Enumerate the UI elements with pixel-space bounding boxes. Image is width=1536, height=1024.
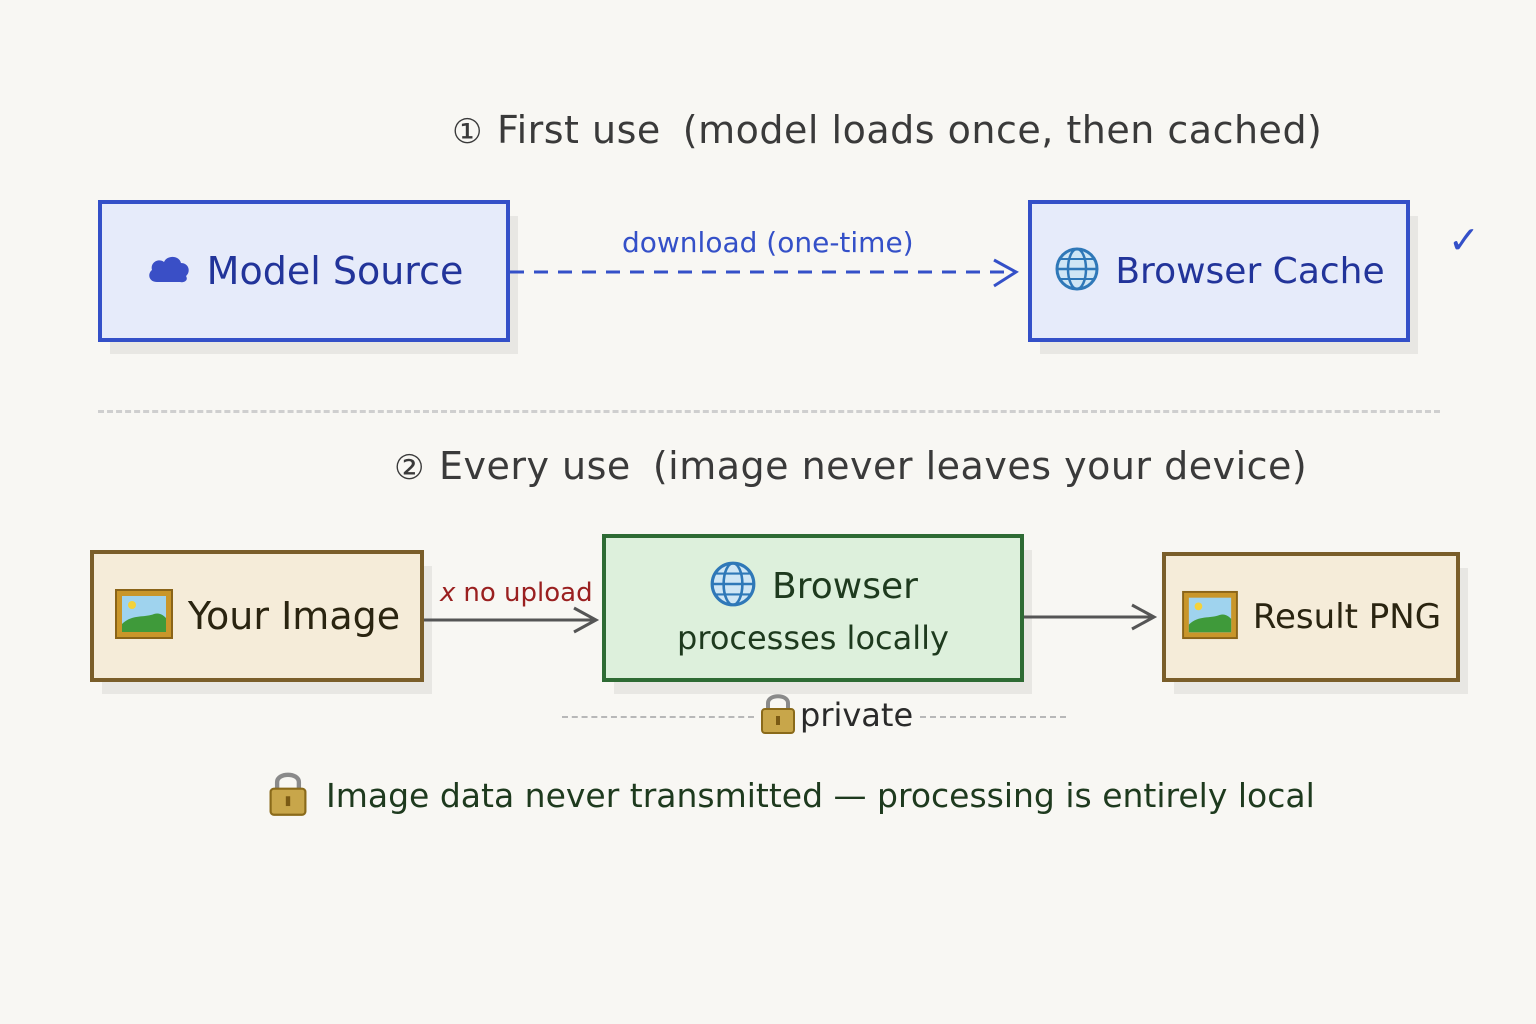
- lock-icon: [266, 768, 310, 822]
- to-result-arrow: [1024, 603, 1158, 631]
- private-line-right: [920, 716, 1066, 718]
- no-upload-label: no upload: [463, 578, 593, 608]
- private-line-left: [562, 716, 754, 718]
- cloud-icon: [145, 252, 193, 290]
- section-1-title: First use: [496, 108, 661, 152]
- result-png-label: Result PNG: [1252, 597, 1442, 637]
- download-arrow: [510, 258, 1019, 288]
- download-edge-label: download (one-time): [622, 226, 914, 259]
- model-source-node: Model Source: [98, 200, 510, 342]
- section-1-subtitle: (model loads once, then cached): [682, 108, 1323, 152]
- globe-icon: [708, 559, 758, 613]
- private-label: private: [800, 696, 914, 734]
- your-image-node: Your Image: [90, 550, 424, 682]
- no-upload-arrow: [424, 606, 600, 634]
- no-upload-x-mark: x: [440, 578, 456, 608]
- section-2-number: ②: [394, 448, 425, 488]
- lock-icon: [758, 690, 798, 740]
- globe-icon: [1053, 245, 1101, 297]
- your-image-label: Your Image: [187, 594, 401, 638]
- cached-check-icon: ✓: [1448, 218, 1480, 262]
- section-1-heading: ① First use (model loads once, then cached…: [452, 108, 1322, 152]
- image-icon: [114, 588, 174, 644]
- browser-cache-node: Browser Cache: [1028, 200, 1410, 342]
- browser-node-line1: Browser: [772, 565, 918, 607]
- result-png-node: Result PNG: [1162, 552, 1460, 682]
- browser-node-title-row: Browser: [708, 559, 918, 613]
- section-2-subtitle: (image never leaves your device): [652, 444, 1308, 488]
- browser-node-line2: processes locally: [677, 619, 949, 657]
- footer-text: Image data never transmitted — processin…: [326, 775, 1315, 815]
- private-indicator: private: [758, 690, 913, 740]
- footer-note: Image data never transmitted — processin…: [266, 768, 1315, 822]
- browser-node: Browser processes locally: [602, 534, 1024, 682]
- section-1-number: ①: [452, 112, 483, 152]
- section-2-title: Every use: [438, 444, 631, 488]
- section-divider: [98, 410, 1440, 413]
- browser-cache-label: Browser Cache: [1115, 250, 1385, 292]
- image-icon: [1181, 590, 1239, 644]
- section-2-heading: ② Every use (image never leaves your devic…: [394, 444, 1307, 488]
- model-source-label: Model Source: [206, 249, 464, 293]
